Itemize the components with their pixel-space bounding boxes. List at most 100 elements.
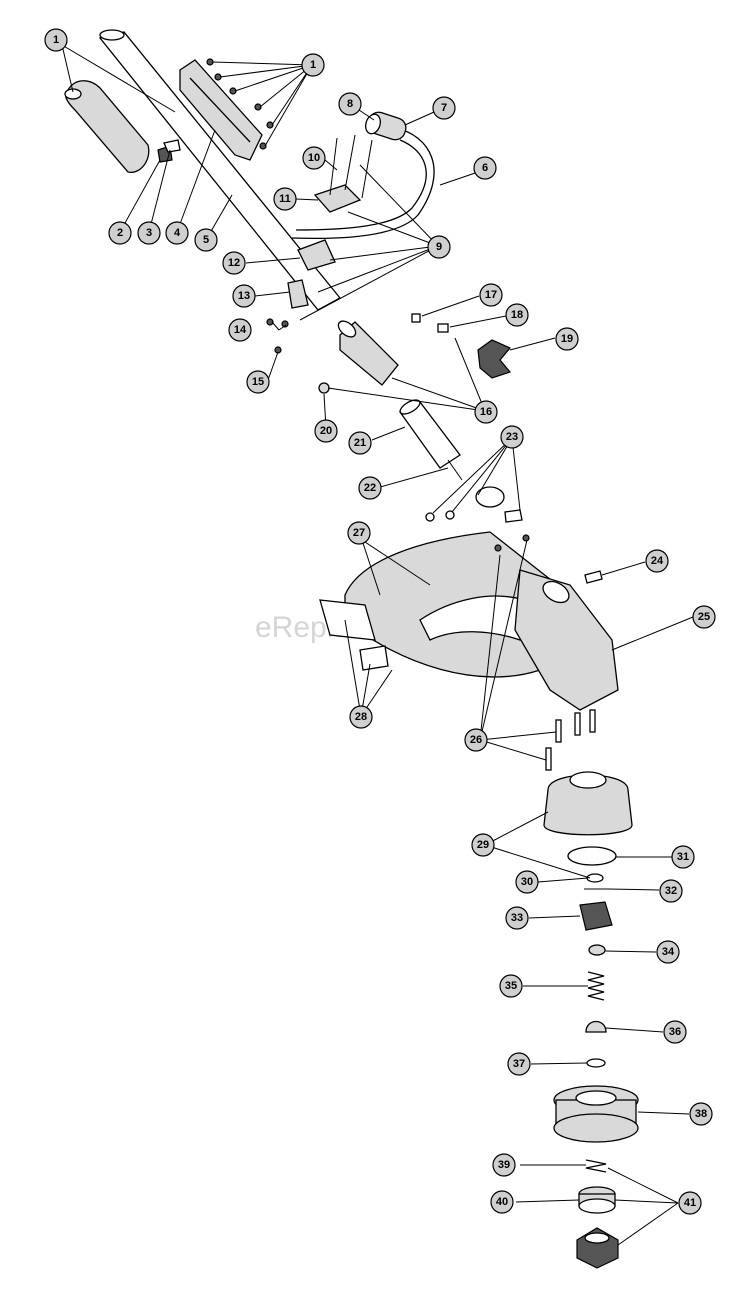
svg-text:30: 30: [521, 876, 533, 888]
svg-text:34: 34: [662, 946, 675, 958]
svg-text:16: 16: [480, 406, 492, 418]
coupler-knob: [477, 339, 512, 379]
svg-text:19: 19: [561, 333, 573, 345]
svg-text:28: 28: [355, 711, 367, 723]
callout-19: 19: [555, 327, 579, 351]
callout-4: 4: [165, 221, 189, 245]
svg-text:23: 23: [506, 431, 518, 443]
coupler-housing: [337, 320, 399, 386]
callout-35: 35: [499, 974, 523, 998]
svg-text:7: 7: [441, 102, 447, 114]
svg-text:39: 39: [498, 1159, 510, 1171]
callout-1-left: 1: [44, 28, 68, 52]
callout-15: 15: [246, 370, 270, 394]
callout-7: 7: [432, 96, 456, 120]
callout-40: 40: [490, 1190, 514, 1214]
callout-32: 32: [659, 879, 683, 903]
bracket-plate: [359, 645, 389, 671]
svg-text:10: 10: [308, 152, 320, 164]
svg-text:9: 9: [436, 241, 442, 253]
callout-3: 3: [137, 221, 161, 245]
callout-22: 22: [358, 476, 382, 500]
guard-screws: [545, 709, 596, 771]
svg-text:33: 33: [511, 912, 523, 924]
handle-housing: [179, 59, 263, 161]
svg-text:12: 12: [228, 257, 240, 269]
svg-text:18: 18: [511, 309, 523, 321]
svg-text:21: 21: [354, 437, 366, 449]
nut-20: [318, 382, 330, 394]
callout-5: 5: [194, 228, 218, 252]
callout-38: 38: [689, 1102, 713, 1126]
svg-text:20: 20: [320, 425, 332, 437]
svg-text:15: 15: [252, 376, 264, 388]
callout-12: 12: [222, 251, 246, 275]
svg-text:11: 11: [279, 193, 291, 205]
svg-text:24: 24: [651, 555, 664, 567]
svg-text:40: 40: [496, 1196, 508, 1208]
callout-13: 13: [232, 284, 256, 308]
callout-8: 8: [338, 92, 362, 116]
leader-lines: [61, 44, 694, 1246]
svg-text:41: 41: [684, 1197, 696, 1209]
handle-grip: [64, 80, 150, 173]
callout-34: 34: [656, 940, 680, 964]
svg-text:27: 27: [353, 527, 365, 539]
washer-37: [586, 1058, 606, 1068]
callout-11: 11: [273, 187, 297, 211]
callout-41: 41: [678, 1191, 702, 1215]
callout-24: 24: [645, 549, 669, 573]
callout-25: 25: [692, 605, 716, 629]
svg-text:14: 14: [234, 324, 247, 336]
callout-33: 33: [505, 906, 529, 930]
hardware-dots: [206, 58, 530, 552]
svg-text:13: 13: [238, 290, 250, 302]
callout-16: 16: [474, 400, 498, 424]
screw-24: [584, 570, 603, 584]
svg-text:1: 1: [310, 59, 316, 71]
callout-10: 10: [302, 146, 326, 170]
drive-cable: [447, 459, 463, 481]
callout-39: 39: [492, 1153, 516, 1177]
svg-text:6: 6: [482, 162, 488, 174]
parts-artwork: [64, 29, 639, 1269]
svg-text:38: 38: [695, 1108, 707, 1120]
callout-20: 20: [314, 419, 338, 443]
svg-text:29: 29: [477, 839, 489, 851]
callout-30: 30: [515, 870, 539, 894]
svg-text:36: 36: [669, 1026, 681, 1038]
spool: [553, 1085, 639, 1143]
callout-9: 9: [427, 235, 451, 259]
handle-clamp-bottom: [297, 239, 336, 271]
callout-2: 2: [108, 221, 132, 245]
spring: [587, 971, 605, 1001]
svg-text:35: 35: [505, 980, 517, 992]
inner-reel: [579, 901, 613, 931]
bolt-18: [437, 323, 449, 333]
svg-text:5: 5: [203, 234, 209, 246]
spool-nut: [576, 1227, 619, 1269]
svg-text:1: 1: [53, 34, 59, 46]
svg-text:8: 8: [347, 98, 353, 110]
spool-insert: [578, 1186, 616, 1214]
svg-text:3: 3: [146, 227, 152, 239]
dust-cup: [543, 771, 633, 836]
handle-clamp-top: [313, 184, 362, 213]
svg-text:2: 2: [117, 227, 123, 239]
o-ring: [567, 846, 617, 866]
callout-17: 17: [479, 283, 503, 307]
callout-26: 26: [464, 728, 488, 752]
callout-29: 29: [471, 833, 495, 857]
callout-23: 23: [500, 425, 524, 449]
callout-21: 21: [348, 431, 372, 455]
svg-text:25: 25: [698, 611, 710, 623]
svg-text:37: 37: [513, 1058, 525, 1070]
callout-36: 36: [663, 1020, 687, 1044]
svg-text:22: 22: [364, 482, 376, 494]
callout-27: 27: [347, 521, 371, 545]
callout-6: 6: [473, 156, 497, 180]
callout-31: 31: [671, 845, 695, 869]
lower-shaft: [399, 399, 461, 469]
callout-37: 37: [507, 1052, 531, 1076]
